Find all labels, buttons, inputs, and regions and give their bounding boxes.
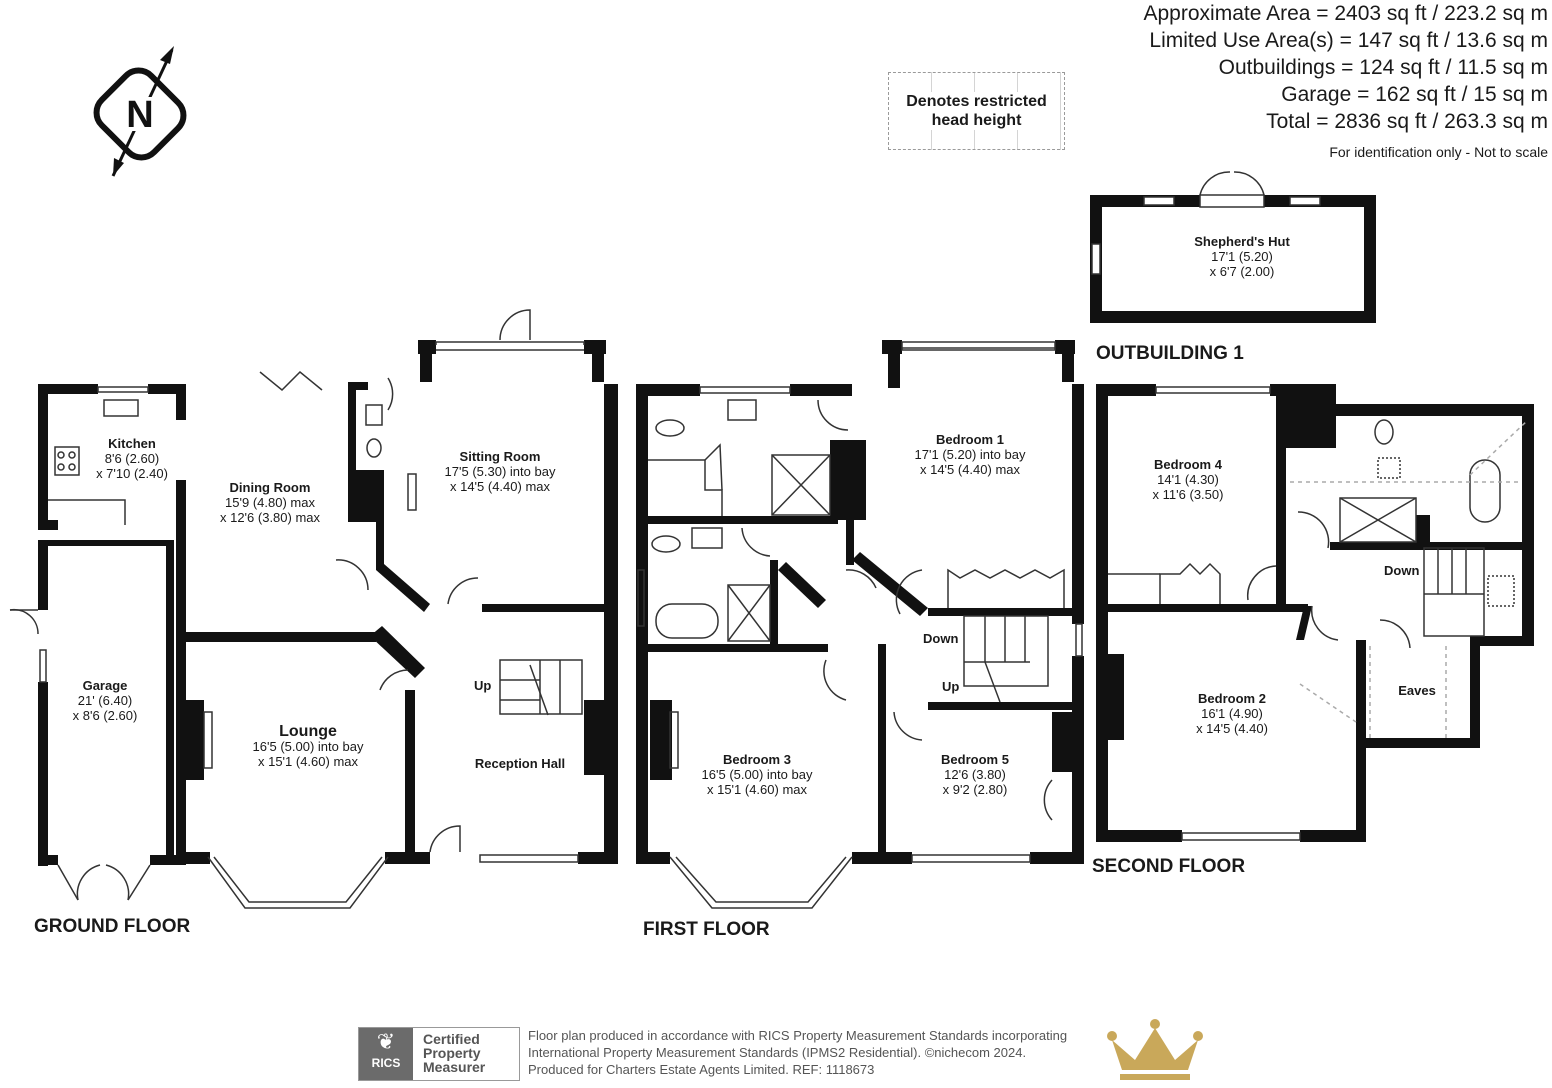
second-stairs-down-label: Down xyxy=(1384,563,1420,578)
first-floor-label: FIRST FLOOR xyxy=(643,919,770,940)
legend-line-2: head height xyxy=(927,112,1026,129)
first-floor-fixtures xyxy=(637,341,1083,909)
legend-line-1: Denotes restricted xyxy=(902,93,1051,110)
eaves-label: Eaves xyxy=(1398,683,1436,698)
garage-area-text: Garage = 162 sq ft / 15 sq m xyxy=(1281,83,1548,106)
footer-disclaimer: Floor plan produced in accordance with R… xyxy=(528,1028,1068,1077)
second-floor-plan xyxy=(1096,384,1534,842)
identification-note: For identification only - Not to scale xyxy=(1329,144,1548,160)
outbuildings-area-text: Outbuildings = 124 sq ft / 11.5 sq m xyxy=(1218,56,1548,79)
ground-floor-plan xyxy=(38,340,618,866)
ground-stairs-up-label: Up xyxy=(474,678,492,693)
first-floor-plan xyxy=(636,340,1084,864)
crown-logo-icon xyxy=(1107,1019,1203,1080)
reception-hall-label: Reception Hall xyxy=(474,756,566,771)
rics-logo-icon: ❦RICS xyxy=(359,1028,413,1080)
first-stairs-up-label: Up xyxy=(942,679,960,694)
outbuilding-label: OUTBUILDING 1 xyxy=(1096,343,1244,364)
ground-floor-windows xyxy=(9,309,585,909)
ground-floor-label: GROUND FLOOR xyxy=(34,916,191,937)
total-area-text: Total = 2836 sq ft / 263.3 sq m xyxy=(1266,110,1548,133)
second-floor-fixtures xyxy=(1108,386,1529,841)
north-compass-icon: N xyxy=(93,46,187,177)
limited-use-area-text: Limited Use Area(s) = 147 sq ft / 13.6 s… xyxy=(1149,29,1548,52)
restricted-height-legend: Denotes restricted head height xyxy=(888,72,1065,150)
compass-letter: N xyxy=(126,94,153,136)
second-floor-label: SECOND FLOOR xyxy=(1092,856,1246,877)
outbuilding-windows xyxy=(1091,171,1321,275)
first-stairs-down-label: Down xyxy=(923,631,959,646)
approximate-area-text: Approximate Area = 2403 sq ft / 223.2 sq… xyxy=(1143,2,1549,25)
